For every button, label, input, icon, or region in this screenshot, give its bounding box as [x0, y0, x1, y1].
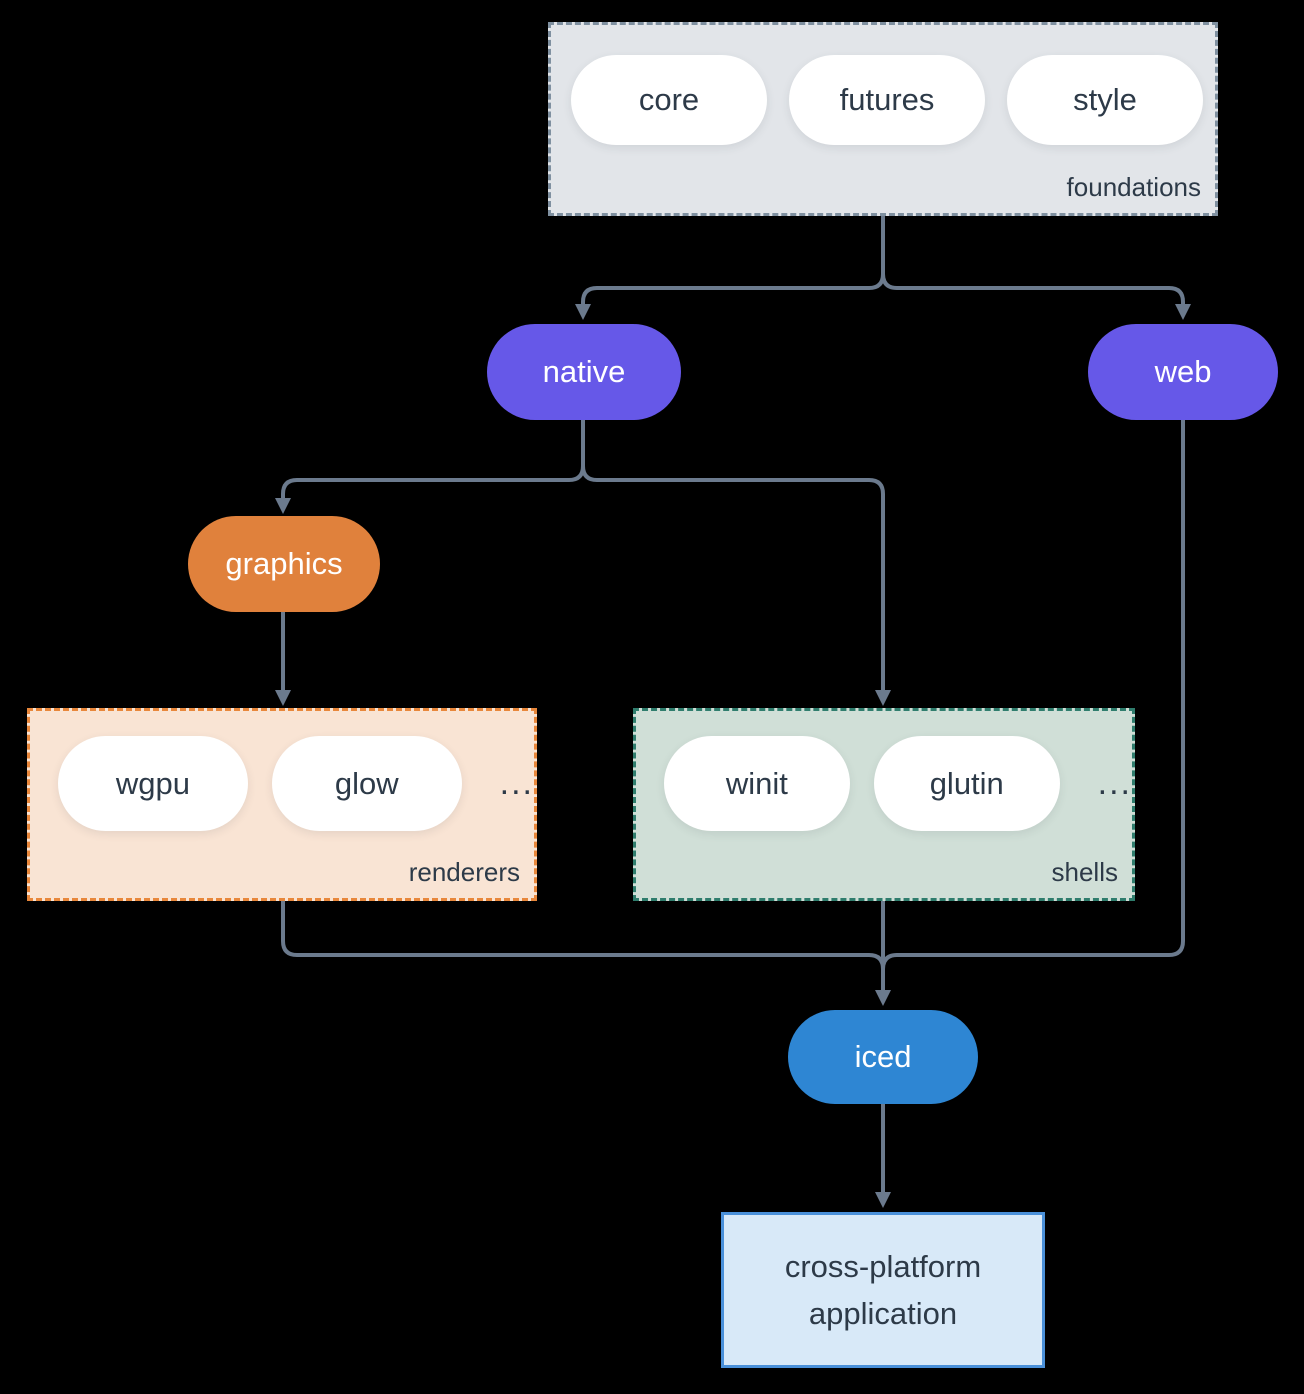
group-foundations: core futures style foundations	[548, 22, 1218, 216]
renderers-ellipsis: ...	[499, 764, 534, 802]
shells-pill-row: winit glutin ...	[636, 711, 1132, 831]
pill-winit: winit	[664, 736, 850, 831]
foundations-label: foundations	[1066, 172, 1201, 202]
pill-glow: glow	[271, 736, 462, 831]
pill-futures: futures	[789, 55, 985, 145]
pill-style: style	[1007, 55, 1203, 145]
shells-label: shells	[1051, 857, 1118, 887]
pill-wgpu: wgpu	[58, 736, 248, 831]
node-graphics: graphics	[188, 516, 380, 612]
node-cross-platform-application: cross-platform application	[721, 1212, 1045, 1368]
group-shells: winit glutin ... shells	[633, 708, 1135, 901]
group-renderers: wgpu glow ... renderers	[27, 708, 537, 901]
node-native: native	[487, 324, 681, 420]
pill-glutin: glutin	[873, 736, 1060, 831]
node-iced: iced	[788, 1010, 978, 1104]
shells-ellipsis: ...	[1097, 764, 1132, 802]
pill-core: core	[571, 55, 767, 145]
renderers-label: renderers	[408, 857, 520, 887]
node-web: web	[1088, 324, 1278, 420]
renderers-pill-row: wgpu glow ...	[30, 711, 534, 831]
foundations-pill-row: core futures style	[551, 25, 1215, 145]
